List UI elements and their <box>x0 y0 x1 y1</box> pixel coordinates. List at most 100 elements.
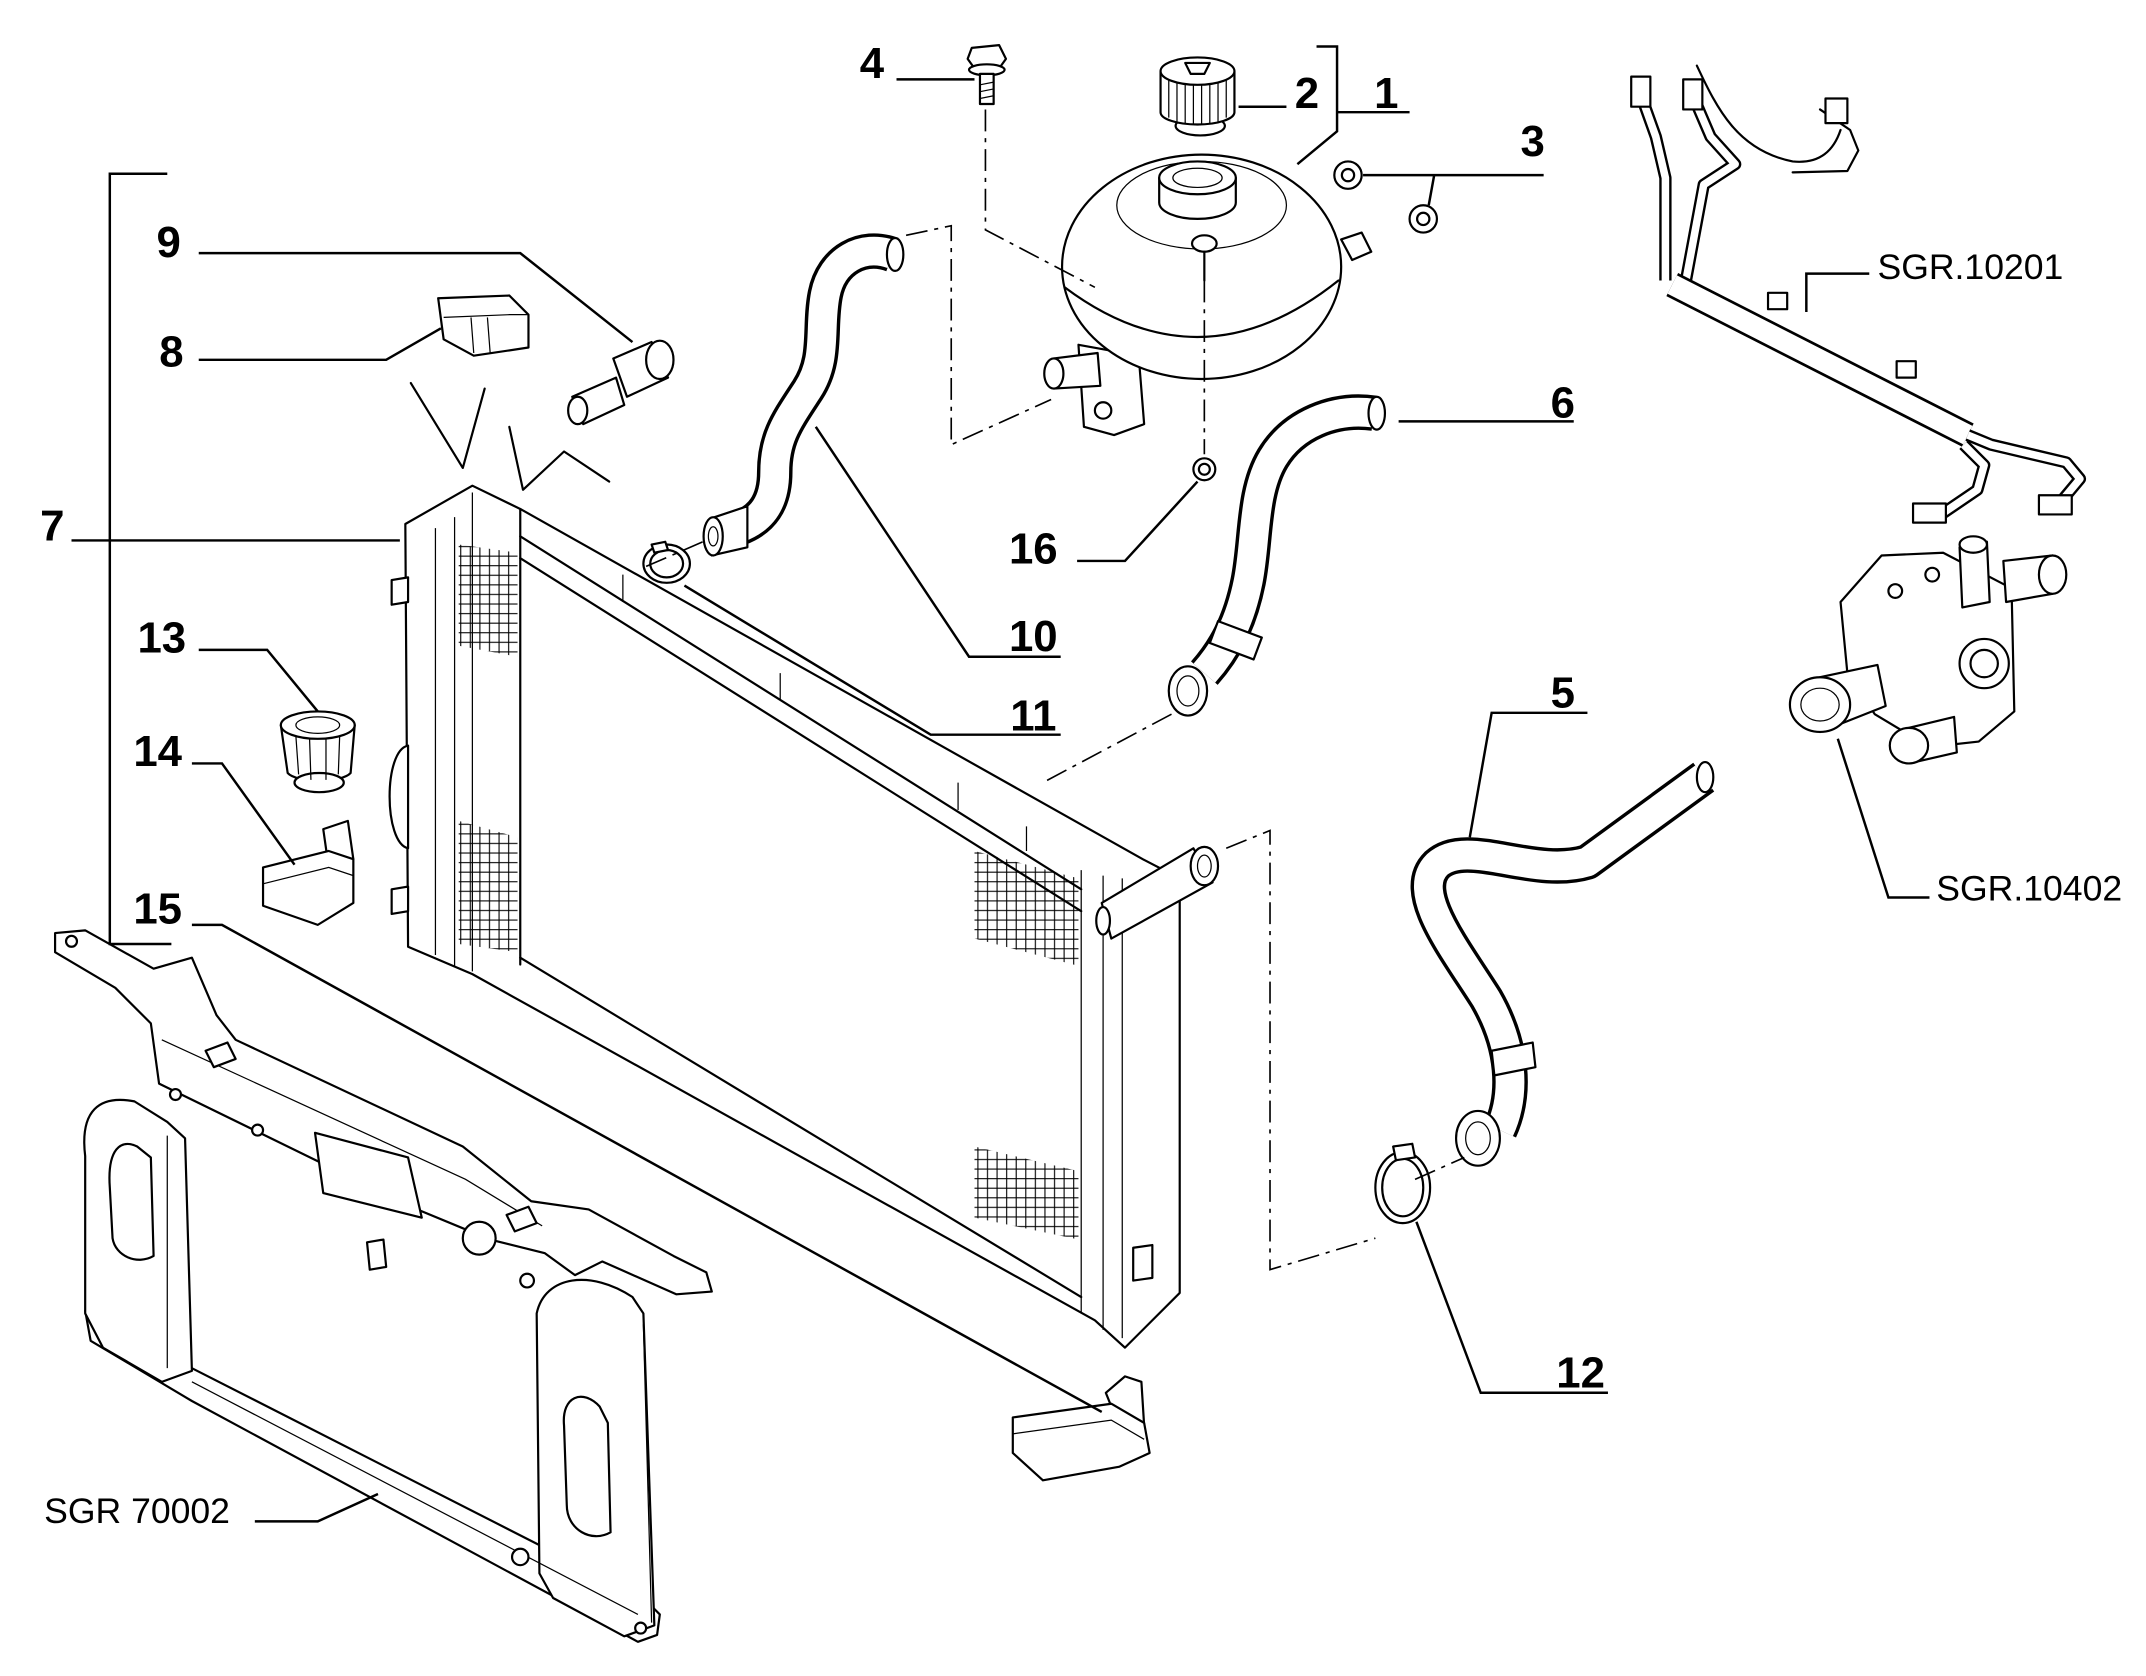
assembly-lines <box>645 109 1465 1271</box>
reference-sgr-70002: SGR 70002 <box>44 1491 230 1531</box>
clip-bore <box>1197 462 1211 476</box>
harness-connector <box>1911 502 1947 524</box>
cap-knob <box>1184 61 1211 75</box>
hose-6-part <box>1167 394 1387 717</box>
callout-8: 8 <box>159 328 183 377</box>
hatch-area <box>458 820 518 953</box>
hose-fitting-bore <box>707 526 719 547</box>
clip-body <box>437 294 530 357</box>
callout-labels: 1 2 3 4 5 6 7 8 9 10 11 12 13 14 15 16 S… <box>40 39 2122 1531</box>
housing-face-bore <box>1969 648 1999 679</box>
clamp-inner <box>649 548 685 579</box>
nuts-part <box>1333 160 1439 234</box>
harness-connector <box>1630 75 1652 108</box>
callout-9: 9 <box>156 218 180 267</box>
frame-tab-right <box>505 1205 538 1233</box>
radiator-side-bulge <box>388 744 410 850</box>
callout-3: 3 <box>1521 117 1545 166</box>
clamp-tab <box>1392 1142 1417 1162</box>
frame-top-rail <box>53 929 713 1296</box>
housing-top-pipe-end <box>1958 535 1989 554</box>
leader-5 <box>1468 711 1588 838</box>
assembly-line <box>984 109 1096 289</box>
frame-hole <box>64 934 79 948</box>
harness-tube-fill <box>1966 431 2084 506</box>
radiator-side-tab <box>390 885 410 916</box>
callout-12: 12 <box>1556 1348 1605 1397</box>
bracket-15-part <box>1011 1375 1151 1482</box>
leader-8 <box>198 327 442 362</box>
leader-3 <box>1363 173 1544 206</box>
frame-hole-large <box>461 1220 497 1256</box>
housing-right-pipe-end <box>2037 554 2068 595</box>
radiator-core-top-edge <box>519 535 1083 913</box>
radiator-core-bottom-edge <box>519 956 1083 1299</box>
callout-5: 5 <box>1551 668 1575 717</box>
tank-bracket-hole <box>1093 401 1113 420</box>
bushing-13-part <box>279 710 356 794</box>
assembly-line <box>1225 829 1376 1271</box>
callout-6: 6 <box>1551 378 1575 427</box>
leader-sgr-70002 <box>254 1492 379 1523</box>
housing-left-pipe-end <box>1788 676 1852 734</box>
nut-bore <box>1415 211 1431 227</box>
expansion-tank-part <box>1043 153 1373 437</box>
leader-sgr-10201 <box>1805 272 1870 312</box>
assembly-line <box>645 538 710 568</box>
harness-connector <box>1824 97 1849 125</box>
hose-end <box>1695 760 1715 794</box>
callout-10: 10 <box>1009 612 1058 661</box>
clip-8-part <box>409 294 611 491</box>
frame-hole <box>634 1621 648 1635</box>
tank-neck-bore <box>1172 167 1223 189</box>
bolt-thread <box>979 81 994 100</box>
harness-connector <box>2037 494 2073 516</box>
hatch-area <box>974 1146 1079 1240</box>
hose-clamp-11-part <box>642 540 692 584</box>
hose-fitting-end <box>1167 665 1209 717</box>
bolt-part <box>966 44 1008 106</box>
harness-tube-fill <box>1941 441 1988 517</box>
harness-bracket <box>1766 291 1789 311</box>
hose-fitting-end <box>1454 1109 1501 1167</box>
leader-12 <box>1415 1221 1608 1395</box>
housing-left-pipe-bore <box>1800 687 1840 722</box>
harness-connector <box>1682 78 1704 111</box>
connector-9-part <box>567 339 675 426</box>
connector-stem-end <box>567 395 589 426</box>
bushing-top <box>279 710 356 740</box>
leader-9 <box>198 251 634 344</box>
callout-13: 13 <box>137 614 186 663</box>
clamp-tab <box>650 540 670 554</box>
bracket-fold <box>1012 1419 1145 1440</box>
frame-left-opening <box>108 1142 155 1261</box>
leader-sgr-10402 <box>1836 738 1930 899</box>
leader-16 <box>1077 480 1199 563</box>
callout-7: 7 <box>40 501 64 550</box>
hose-end <box>885 236 905 272</box>
hose-fitting-bore <box>1465 1121 1491 1156</box>
hose-sleeve <box>1208 620 1263 661</box>
harness-wire <box>1695 64 1842 163</box>
hose-fitting-bore <box>1176 675 1200 707</box>
frame-hole <box>251 1123 265 1137</box>
connector-head-end <box>645 339 675 381</box>
frame-tab-mid <box>365 1238 388 1271</box>
hatch-area <box>974 850 1079 966</box>
assembly-line <box>1042 713 1172 784</box>
assembly-line <box>905 224 1052 446</box>
leader-lines <box>71 45 1930 1523</box>
frame-tab-left <box>204 1041 237 1069</box>
tank-sensor <box>1190 234 1218 253</box>
hose-clamp-12-part <box>1374 1142 1432 1225</box>
callout-11: 11 <box>1010 692 1056 741</box>
radiator-bottom-tab <box>1132 1243 1154 1282</box>
callout-14: 14 <box>133 727 182 776</box>
callout-1: 1 <box>1374 69 1398 118</box>
leader-10 <box>814 426 1061 658</box>
frame-hole <box>168 1087 183 1102</box>
lower-hose-part <box>1410 760 1715 1167</box>
leader-14 <box>191 762 296 866</box>
housing-bolt-hole <box>1887 583 1904 599</box>
bushing-ridges <box>295 736 341 780</box>
